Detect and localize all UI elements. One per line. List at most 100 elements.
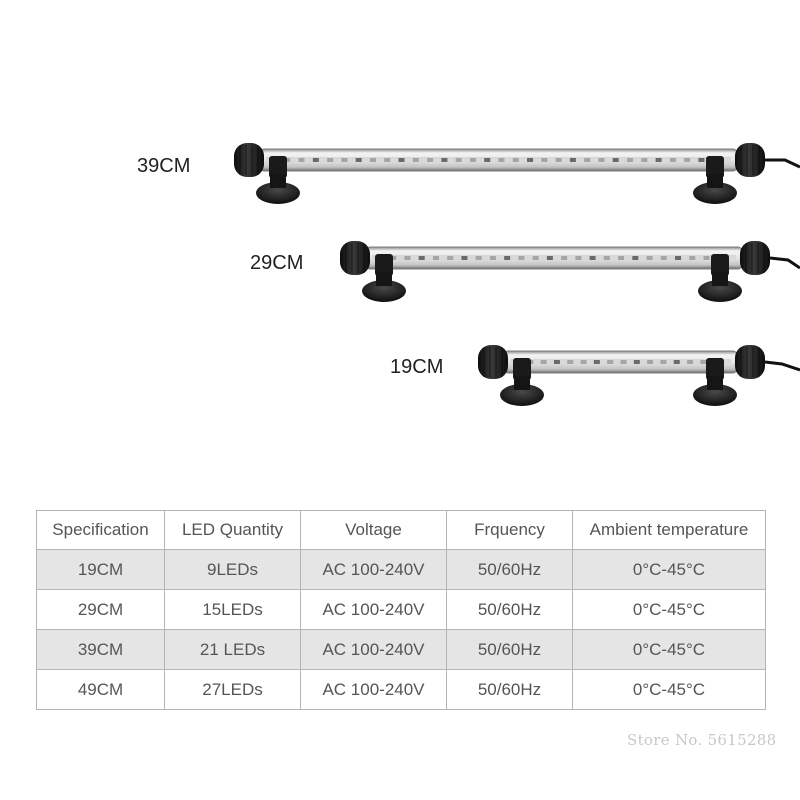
size-label-29cm: 29CM xyxy=(250,252,304,274)
end-cap xyxy=(740,241,770,275)
led-chip xyxy=(540,360,547,364)
suction-cup xyxy=(362,280,406,302)
led-chip xyxy=(518,256,525,260)
led-chip xyxy=(418,256,425,260)
led-chip xyxy=(633,360,640,364)
cell-frequency: 50/60Hz xyxy=(446,629,573,670)
led-chip xyxy=(689,256,696,260)
led-chip xyxy=(561,256,568,260)
led-chip xyxy=(603,256,610,260)
led-strip xyxy=(372,255,736,261)
cell-frequency: 50/60Hz xyxy=(446,589,573,630)
led-chip xyxy=(369,158,376,162)
led-chip xyxy=(646,256,653,260)
holder-stem xyxy=(514,376,530,390)
cell-frequency: 50/60Hz xyxy=(446,549,573,590)
led-chip xyxy=(598,158,605,162)
led-chip xyxy=(703,256,710,260)
header-voltage: Voltage xyxy=(300,510,447,550)
cell-temperature: 0°C-45°C xyxy=(572,669,766,710)
table-row: 19CM 9LEDs AC 100-240V 50/60Hz 0°C-45°C xyxy=(36,549,766,590)
led-chip xyxy=(390,256,397,260)
table-row: 49CM 27LEDs AC 100-240V 50/60Hz 0°C-45°C xyxy=(36,669,766,710)
end-cap xyxy=(735,345,765,379)
holder-clip xyxy=(375,254,393,276)
power-cord xyxy=(764,360,800,372)
power-cord xyxy=(769,256,800,270)
led-chip xyxy=(432,256,439,260)
led-chip xyxy=(298,158,305,162)
led-chip xyxy=(632,256,639,260)
cell-led-quantity: 27LEDs xyxy=(164,669,301,710)
led-chip xyxy=(546,256,553,260)
suction-cup xyxy=(693,384,737,406)
holder-clip xyxy=(706,156,724,178)
cell-temperature: 0°C-45°C xyxy=(572,549,766,590)
suction-cup xyxy=(693,182,737,204)
led-chip xyxy=(684,158,691,162)
led-chip xyxy=(532,256,539,260)
led-chip xyxy=(618,256,625,260)
holder-stem xyxy=(376,272,392,286)
holder-stem xyxy=(270,174,286,188)
holder-stem xyxy=(707,376,723,390)
led-chip xyxy=(312,158,319,162)
holder-clip xyxy=(269,156,287,178)
led-chip xyxy=(569,158,576,162)
cell-led-quantity: 15LEDs xyxy=(164,589,301,630)
led-chip xyxy=(698,158,705,162)
led-chip xyxy=(355,158,362,162)
cell-led-quantity: 9LEDs xyxy=(164,549,301,590)
led-chip xyxy=(541,158,548,162)
cell-frequency: 50/60Hz xyxy=(446,669,573,710)
led-chip xyxy=(627,158,634,162)
led-chip xyxy=(398,158,405,162)
cell-temperature: 0°C-45°C xyxy=(572,589,766,630)
led-chip xyxy=(461,256,468,260)
led-chip xyxy=(512,158,519,162)
led-chip xyxy=(447,256,454,260)
led-chip xyxy=(675,256,682,260)
led-chip xyxy=(384,158,391,162)
cell-voltage: AC 100-240V xyxy=(300,629,447,670)
cell-specification: 19CM xyxy=(36,549,165,590)
power-cord xyxy=(765,158,800,169)
led-chip xyxy=(593,360,600,364)
header-led-quantity: LED Quantity xyxy=(164,510,301,550)
led-chip xyxy=(700,360,707,364)
led-chip xyxy=(673,360,680,364)
led-chip xyxy=(584,158,591,162)
led-chip xyxy=(580,360,587,364)
led-chip xyxy=(469,158,476,162)
end-cap xyxy=(478,345,508,379)
suction-cup xyxy=(256,182,300,204)
led-chip xyxy=(575,256,582,260)
table-row: 29CM 15LEDs AC 100-240V 50/60Hz 0°C-45°C xyxy=(36,589,766,630)
suction-cup xyxy=(698,280,742,302)
table-header-row: Specification LED Quantity Voltage Frque… xyxy=(36,510,766,550)
led-chip xyxy=(475,256,482,260)
led-chip xyxy=(687,360,694,364)
led-chip xyxy=(412,158,419,162)
end-cap xyxy=(234,143,264,177)
led-chip xyxy=(441,158,448,162)
header-frequency: Frquency xyxy=(446,510,573,550)
led-chip xyxy=(555,158,562,162)
cell-led-quantity: 21 LEDs xyxy=(164,629,301,670)
spec-table: Specification LED Quantity Voltage Frque… xyxy=(36,510,766,710)
led-chip xyxy=(404,256,411,260)
cell-voltage: AC 100-240V xyxy=(300,669,447,710)
cell-specification: 49CM xyxy=(36,669,165,710)
led-chip xyxy=(567,360,574,364)
holder-clip xyxy=(513,358,531,380)
led-chip xyxy=(641,158,648,162)
led-light-bar-29cm xyxy=(340,241,800,302)
led-chip xyxy=(504,256,511,260)
led-chip xyxy=(527,158,534,162)
led-chip xyxy=(427,158,434,162)
led-chip xyxy=(620,360,627,364)
led-chip xyxy=(660,256,667,260)
led-chip xyxy=(553,360,560,364)
header-specification: Specification xyxy=(36,510,165,550)
led-light-bar-39cm xyxy=(234,143,800,204)
